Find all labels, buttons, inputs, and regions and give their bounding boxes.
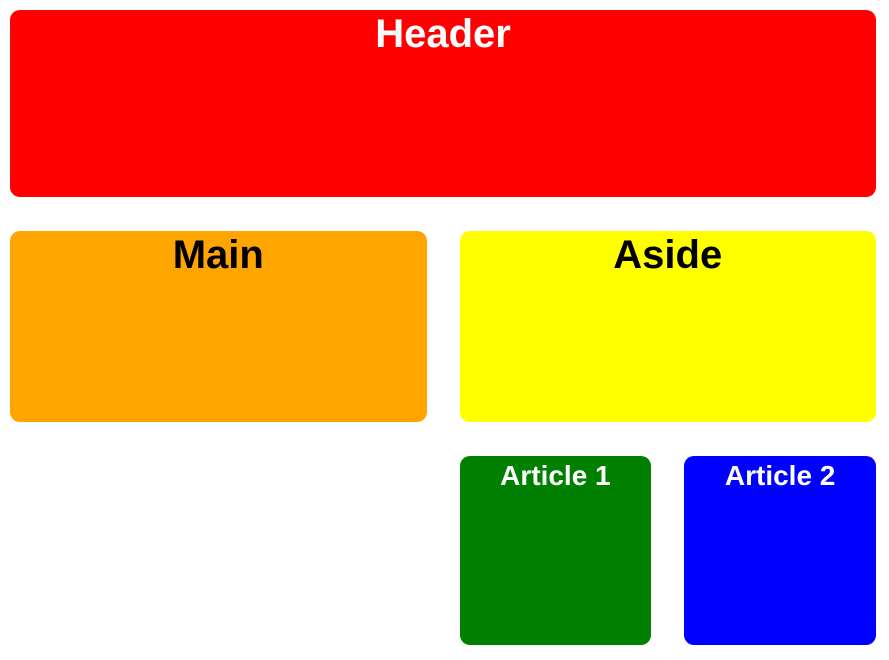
header-section: Header [10,10,876,197]
main-title: Main [172,233,264,277]
aside-section: Aside [459,231,876,422]
article-1-section: Article 1 [459,456,652,645]
article-2-title: Article 2 [724,460,836,491]
main-section: Main [10,231,427,422]
article-1-title: Article 1 [500,460,611,491]
aside-title: Aside [613,233,723,277]
header-title: Header [375,12,511,56]
article-2-section: Article 2 [684,456,876,645]
